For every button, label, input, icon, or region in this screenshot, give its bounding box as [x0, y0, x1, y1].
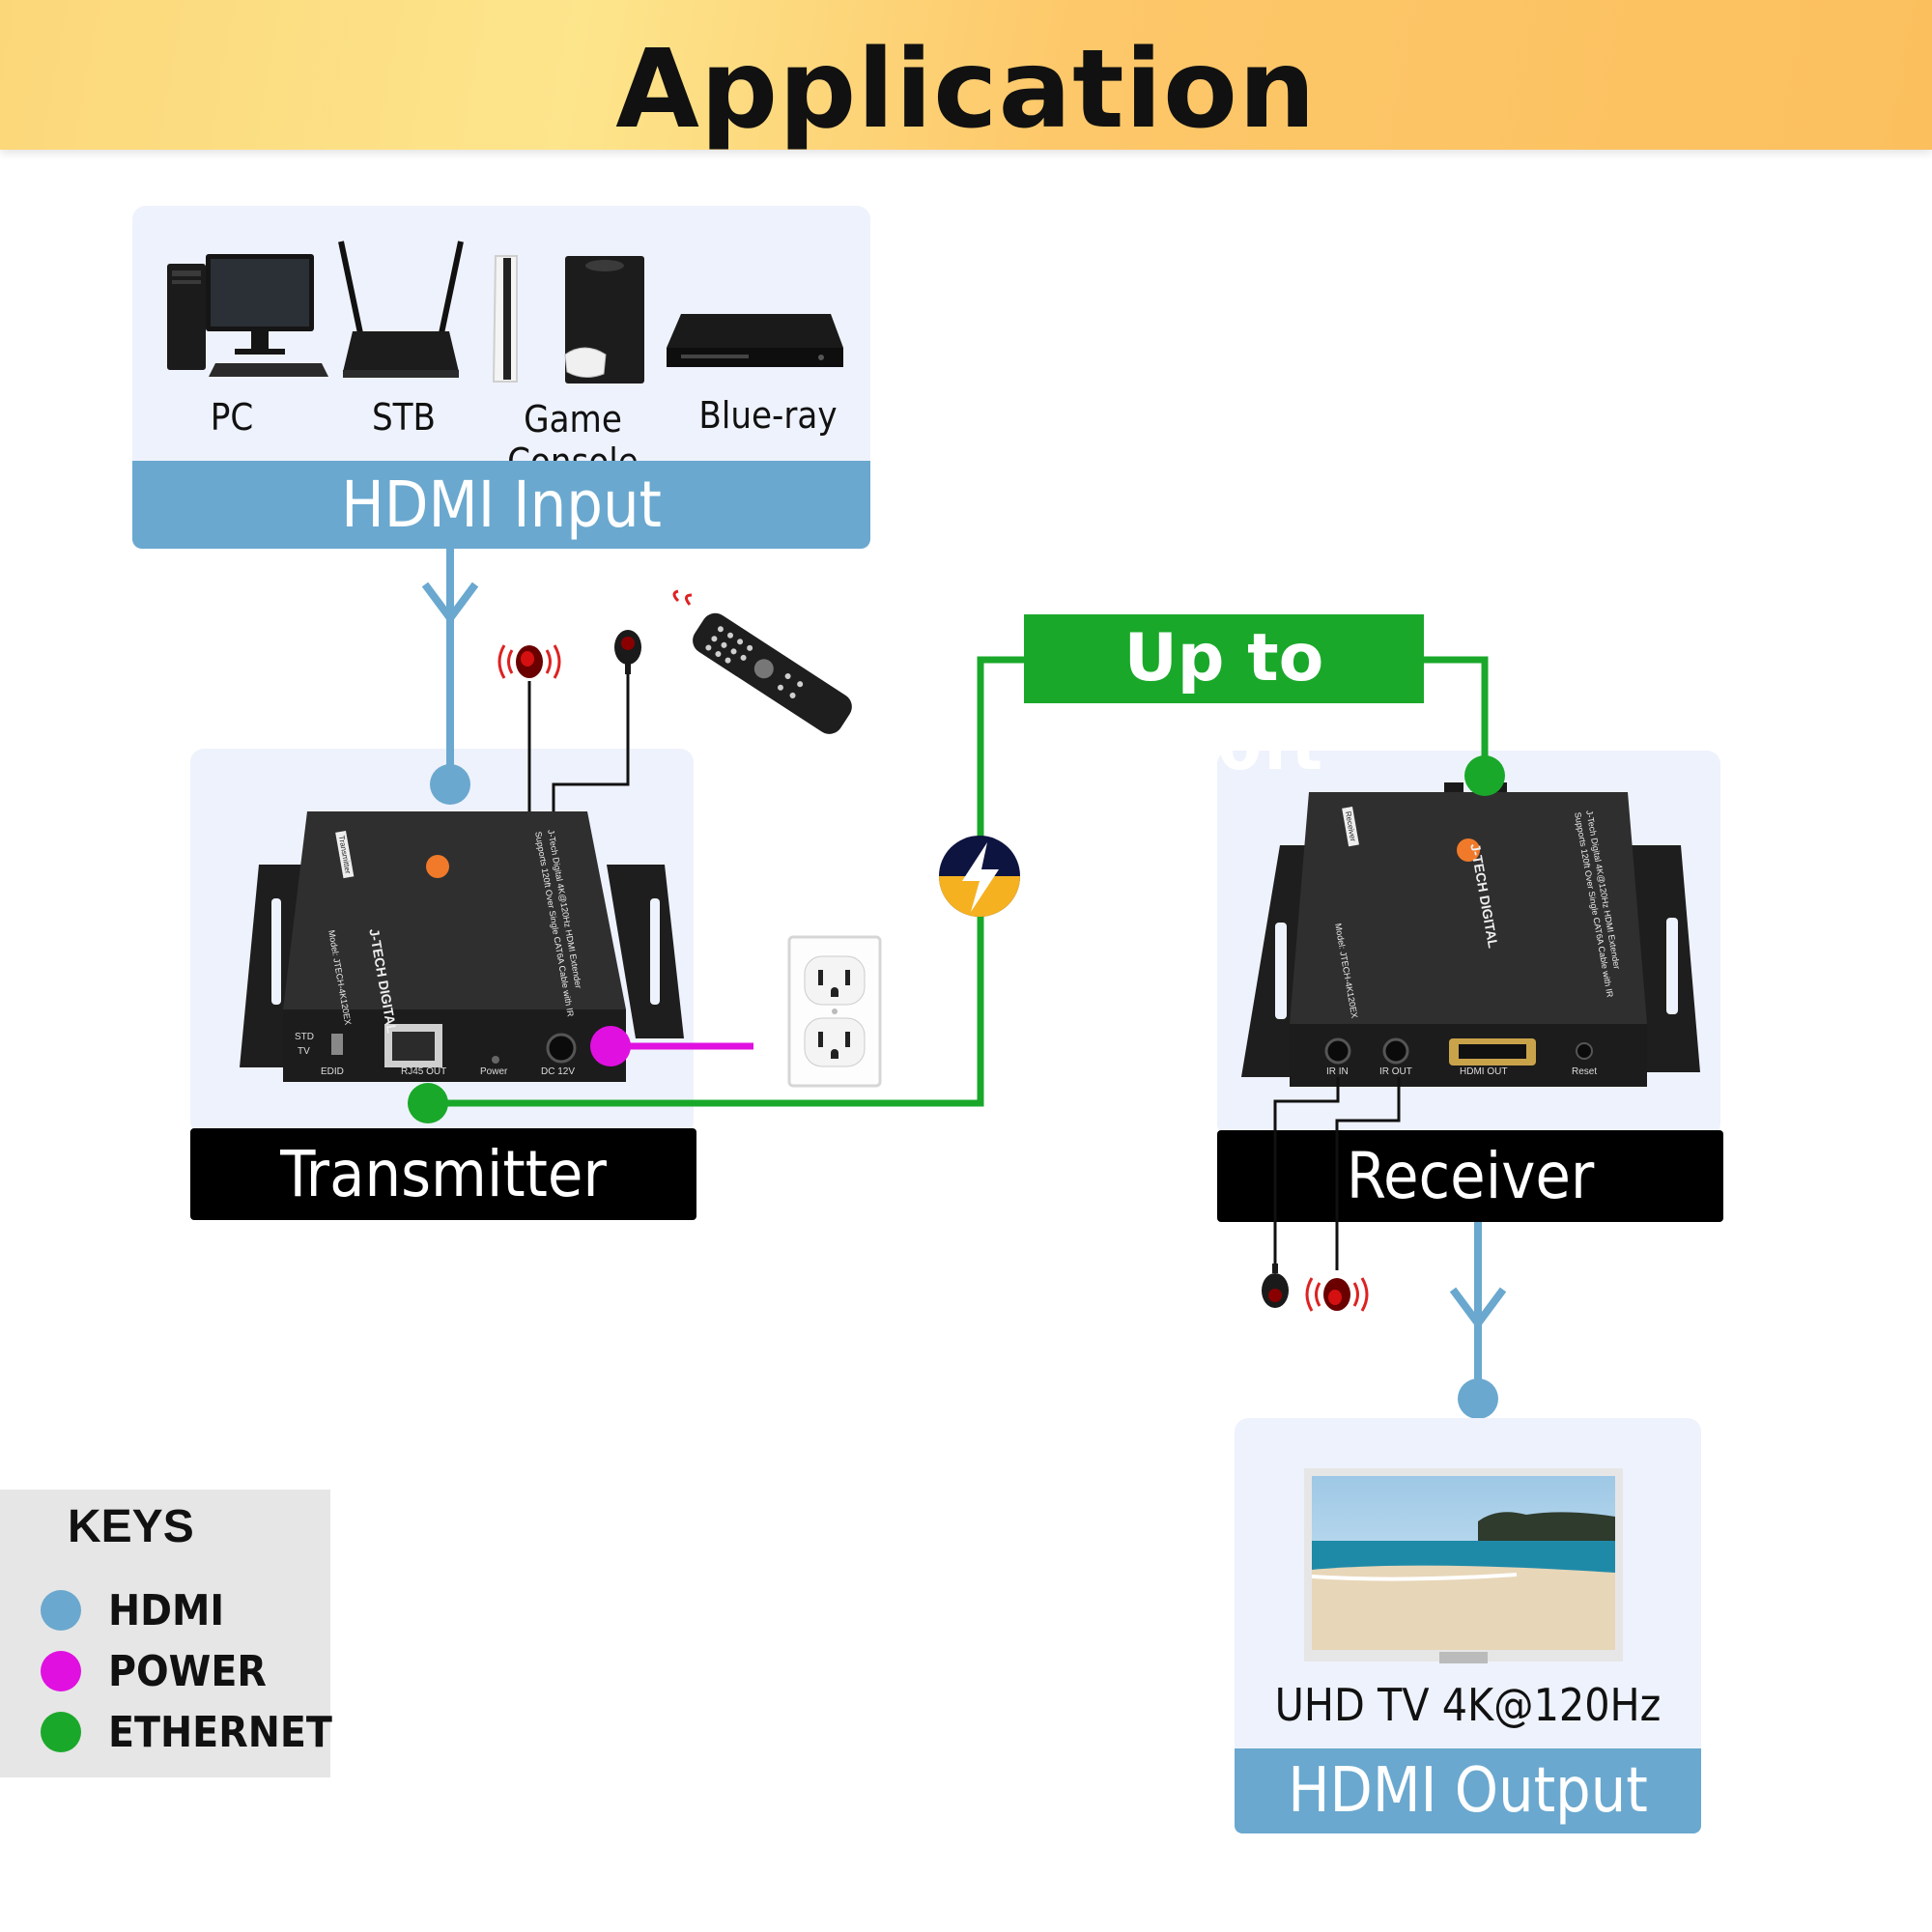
device-label-bluray: Blue-ray: [698, 394, 838, 437]
transmitter-device: [240, 811, 684, 1082]
key-power-dot: [41, 1651, 81, 1691]
rx-hdmiout-label: HDMI OUT: [1460, 1066, 1508, 1077]
hdmi-input-dot: [430, 764, 470, 805]
ir-receiver-icon: [497, 644, 561, 679]
bluray-player-icon: [667, 314, 843, 367]
transmitter-bar: Transmitter: [190, 1128, 696, 1220]
rx-ir-emitter-icon: [1262, 1264, 1289, 1308]
tx-dc-label: DC 12V: [541, 1066, 576, 1077]
ethernet-cable-receiver: [1424, 656, 1489, 776]
router-icon: [338, 241, 464, 378]
receiver-device: [1241, 782, 1700, 1087]
tx-tv-label: TV: [298, 1046, 310, 1057]
keys-title: KEYS: [68, 1501, 194, 1552]
rx-irout-label: IR OUT: [1379, 1066, 1412, 1077]
hdmi-output-arrow: [1449, 1287, 1507, 1330]
pc-icon: [167, 254, 328, 377]
distance-label: Up to 120ft: [1024, 614, 1424, 785]
key-ethernet-label: ETHERNET: [108, 1707, 332, 1757]
game-console-icon: [492, 255, 644, 384]
rx-ir-wire-2: [1335, 1077, 1401, 1270]
hdmi-output-dot: [1458, 1378, 1498, 1419]
rx-ir-receiver-icon: [1305, 1277, 1369, 1312]
key-hdmi: HDMI: [41, 1585, 225, 1635]
key-ethernet-dot: [41, 1712, 81, 1752]
receiver-bar: Receiver: [1217, 1130, 1723, 1222]
hdmi-input-arrow: [421, 582, 479, 625]
wall-outlet-icon: [787, 935, 882, 1088]
ir-emitter-icon: [614, 630, 641, 674]
key-power: POWER: [41, 1646, 267, 1696]
tx-ir-wire-2: [552, 667, 630, 811]
ethernet-dot-transmitter: [408, 1083, 448, 1123]
rx-irin-label: IR IN: [1326, 1066, 1349, 1077]
remote-control-icon: [672, 589, 852, 734]
header-banner: [0, 0, 1932, 150]
device-label-pc: PC: [210, 396, 254, 439]
key-hdmi-dot: [41, 1590, 81, 1631]
tv-label: UHD TV 4K@120Hz: [1274, 1679, 1662, 1731]
tx-std-label: STD: [295, 1032, 314, 1042]
tx-edid-label: EDID: [321, 1066, 344, 1077]
key-power-label: POWER: [108, 1646, 267, 1696]
hdmi-input-bar: HDMI Input: [132, 461, 870, 549]
hdmi-output-bar: HDMI Output: [1235, 1748, 1701, 1833]
tx-power-label: Power: [480, 1066, 508, 1077]
rx-reset-label: Reset: [1572, 1066, 1598, 1077]
rx-ir-wire-1: [1273, 1077, 1340, 1270]
page-title: Application: [615, 27, 1317, 153]
key-hdmi-label: HDMI: [108, 1585, 225, 1635]
tv-icon: [1304, 1468, 1623, 1663]
key-ethernet: ETHERNET: [41, 1707, 332, 1757]
power-dot: [590, 1026, 631, 1066]
device-label-stb: STB: [371, 396, 437, 439]
tx-rj45-label: RJ45 OUT: [401, 1066, 447, 1077]
ethernet-dot-receiver: [1464, 755, 1505, 796]
